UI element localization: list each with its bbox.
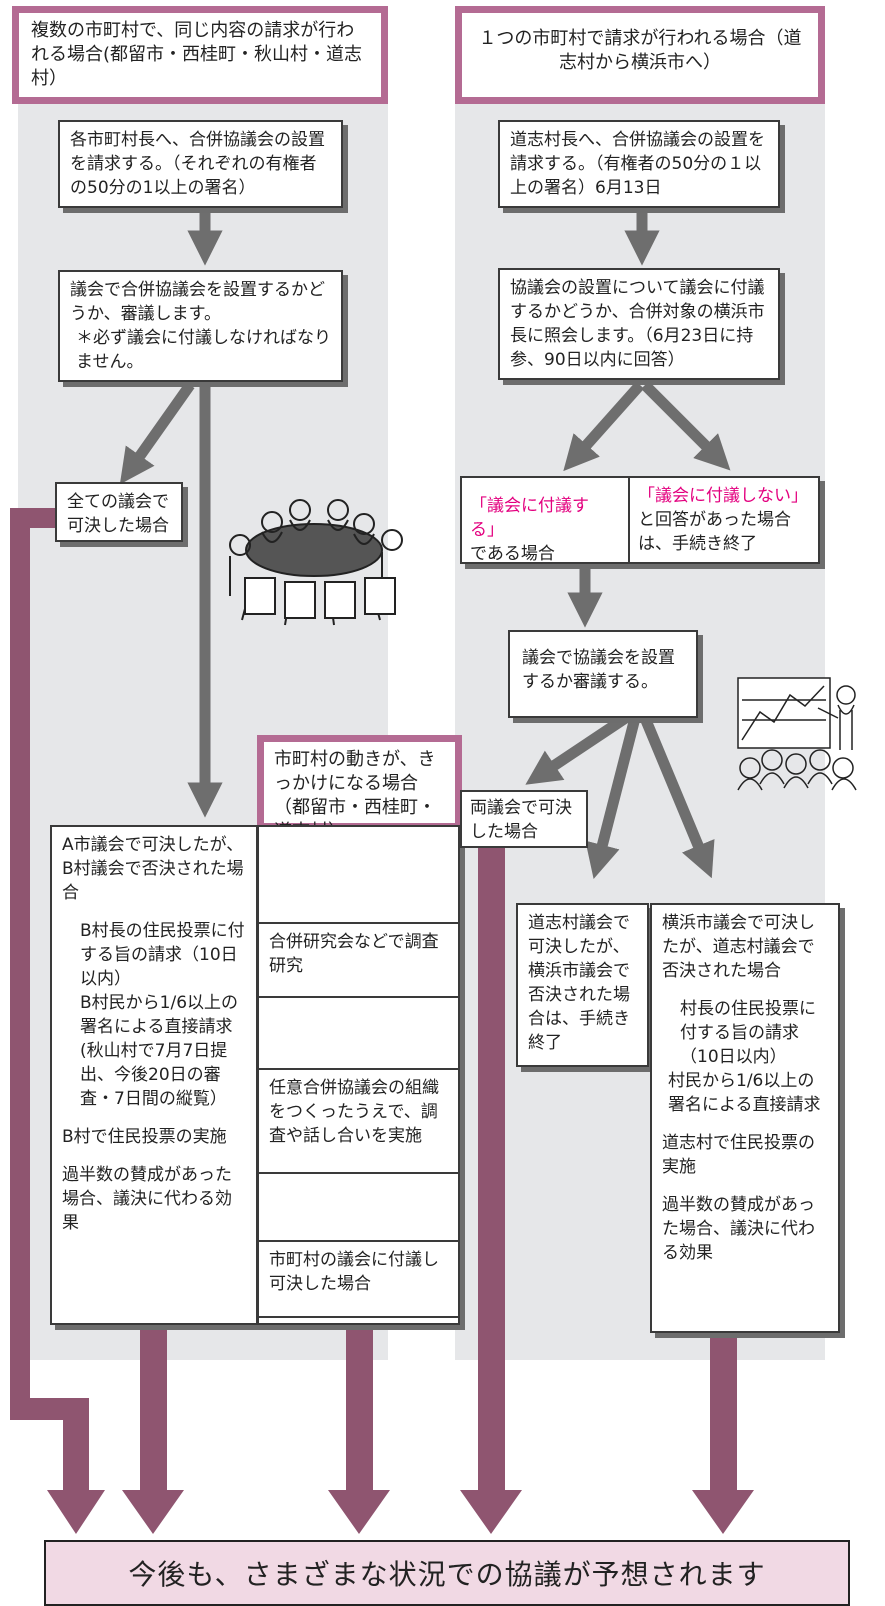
middle-row-spacer-1	[259, 998, 458, 1070]
right-case-b-vote: 道志村で住民投票の実施	[662, 1133, 815, 1177]
arrow-right-split-right	[641, 381, 731, 471]
right-header: １つの市町村で請求が行われる場合（道志村から横浜市へ）	[455, 6, 825, 104]
right-step-request-text: 道志村長へ、合併協議会の設置を請求する。（有権者の50分の１以上の署名）6月13…	[510, 130, 765, 198]
middle-row-empty	[259, 827, 458, 924]
arrow-left-diag	[119, 381, 195, 485]
middle-header: 市町村の動きが、きっかけになる場合（都留市・西桂町・道志村）	[257, 735, 462, 842]
left-all-pass: 全ての議会で可決した場合	[55, 482, 183, 542]
right-step-deliberate: 議会で協議会を設置するか審議する。	[508, 630, 698, 718]
middle-flow-box: 合併研究会などで調査研究 任意合併協議会の組織をつくったうえで、調査や話し合いを…	[257, 825, 460, 1325]
right-case-b-petition: 村民から1/6以上の署名による直接請求	[668, 1071, 821, 1115]
arrow-right-case-a	[585, 716, 641, 880]
left-case-request: B村長の住民投票に付する旨の請求（10日以内）	[80, 921, 245, 989]
meeting-illustration	[229, 499, 403, 626]
arrow-right-both	[525, 710, 634, 785]
right-case-b-title: 横浜市議会で可決したが、道志村議会で否決された場合	[662, 913, 815, 981]
purple-arrow-all-pass	[10, 508, 105, 1534]
left-case-box: A市議会で可決したが、B村議会で否決された場合 B村長の住民投票に付する旨の請求…	[50, 825, 258, 1325]
left-step-request: 各市町村長へ、合併協議会の設置を請求する。（それぞれの有権者の50分の1以上の署…	[58, 120, 343, 208]
right-branch-yes-quote: 「議会に付議する」	[470, 496, 589, 540]
purple-arrow-both-pass	[460, 822, 522, 1534]
left-step-deliberate: 議会で合併協議会を設置するかどうか、審議します。 ＊必ず議会に付議しなければなり…	[58, 270, 343, 382]
right-case-b: 横浜市議会で可決したが、道志村議会で否決された場合 村長の住民投票に付する旨の請…	[650, 903, 840, 1333]
left-case-petition: B村民から1/6以上の署名による直接請求 (秋山村で7月7日提出、今後20日の審…	[80, 993, 239, 1109]
left-case-title: A市議会で可決したが、B村議会で否決された場合	[62, 835, 244, 903]
middle-row-voluntary: 任意合併協議会の組織をつくったうえで、調査や話し合いを実施	[259, 1070, 458, 1174]
right-branch-yes: 「議会に付議する」 である場合	[462, 478, 630, 564]
middle-row-spacer-2	[259, 1174, 458, 1242]
right-case-a-text: 道志村議会で可決したが、横浜市議会で否決された場合は、手続き終了	[528, 913, 630, 1053]
right-branch-no-text: と回答があった場合は、手続き終了	[638, 510, 791, 554]
arrow-right-split-left	[563, 381, 645, 472]
right-both-pass-text: 両議会で可決した場合	[470, 798, 572, 842]
right-step-deliberate-text: 議会で協議会を設置するか審議する。	[522, 648, 675, 692]
middle-row-research-text: 合併研究会などで調査研究	[269, 932, 439, 976]
right-branch-no: 「議会に付議しない」 と回答があった場合は、手続き終了	[630, 478, 818, 562]
left-header: 複数の市町村で、同じ内容の請求が行われる場合(都留市・西桂町・秋山村・道志村）	[12, 6, 388, 104]
right-branch-box: 「議会に付議する」 である場合 「議会に付議しない」 と回答があった場合は、手続…	[460, 476, 820, 564]
purple-arrow-left-case	[122, 1325, 184, 1534]
left-step-request-text: 各市町村長へ、合併協議会の設置を請求する。（それぞれの有権者の50分の1以上の署…	[70, 130, 325, 198]
middle-row-council-text: 市町村の議会に付議し可決した場合	[269, 1250, 439, 1294]
left-case-vote: B村で住民投票の実施	[62, 1127, 227, 1147]
left-all-pass-text: 全ての議会で可決した場合	[67, 492, 169, 536]
footer-text: 今後も、さまざまな状況での協議が予想されます	[128, 1558, 766, 1591]
middle-row-voluntary-text: 任意合併協議会の組織をつくったうえで、調査や話し合いを実施	[269, 1078, 439, 1146]
right-header-text: １つの市町村で請求が行われる場合（道志村から横浜市へ）	[478, 28, 802, 73]
left-case-result: 過半数の賛成があった場合、議決に代わる効果	[62, 1165, 232, 1233]
footer-banner: 今後も、さまざまな状況での協議が予想されます	[44, 1540, 850, 1606]
right-case-b-request: 村長の住民投票に付する旨の請求（10日以内）	[680, 999, 816, 1067]
right-step-inquiry: 協議会の設置について議会に付議するかどうか、合併対象の横浜市長に照会します。（6…	[498, 268, 780, 380]
right-case-b-result: 過半数の賛成があった場合、議決に代わる効果	[662, 1195, 815, 1263]
presentation-illustration	[737, 677, 857, 791]
left-header-text: 複数の市町村で、同じ内容の請求が行われる場合(都留市・西桂町・秋山村・道志村）	[31, 20, 363, 89]
arrow-right-case-b	[639, 715, 715, 879]
left-step-deliberate-text: 議会で合併協議会を設置するかどうか、審議します。	[70, 280, 325, 324]
right-branch-yes-text: である場合	[470, 544, 555, 564]
middle-row-research: 合併研究会などで調査研究	[259, 924, 458, 998]
right-case-a: 道志村議会で可決したが、横浜市議会で否決された場合は、手続き終了	[516, 903, 649, 1067]
left-step-deliberate-note: ＊必ず議会に付議しなければなりません。	[76, 328, 331, 372]
purple-arrow-right-case	[692, 1332, 754, 1534]
middle-header-text: 市町村の動きが、きっかけになる場合（都留市・西桂町・道志村）	[274, 749, 436, 842]
middle-row-council: 市町村の議会に付議し可決した場合	[259, 1242, 458, 1318]
right-step-request: 道志村長へ、合併協議会の設置を請求する。（有権者の50分の１以上の署名）6月13…	[498, 120, 780, 208]
right-branch-no-quote: 「議会に付議しない」	[638, 486, 808, 506]
right-step-inquiry-text: 協議会の設置について議会に付議するかどうか、合併対象の横浜市長に照会します。（6…	[510, 278, 765, 370]
purple-arrow-middle	[328, 1330, 390, 1534]
right-both-pass: 両議会で可決した場合	[460, 790, 588, 848]
